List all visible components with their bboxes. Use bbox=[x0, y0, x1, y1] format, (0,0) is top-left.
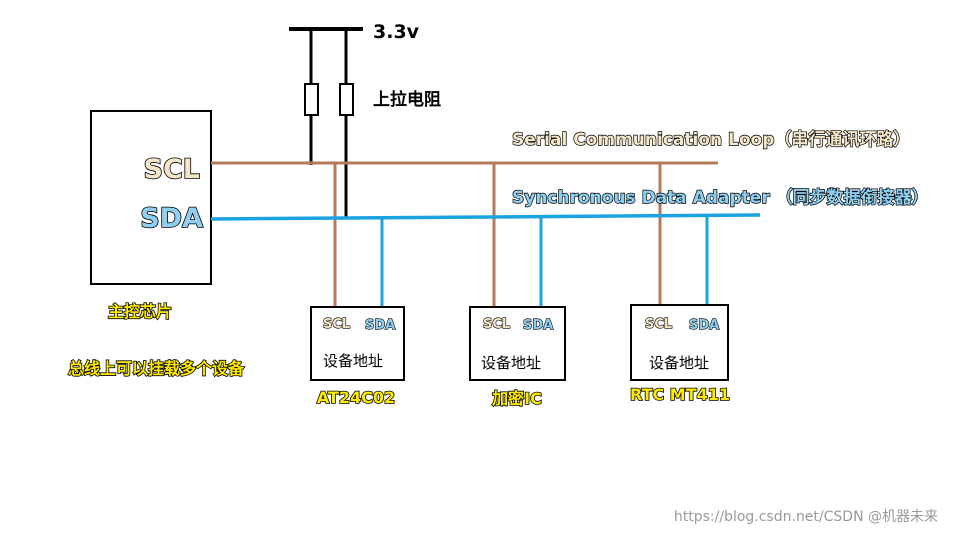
device-1-box bbox=[310, 306, 405, 381]
watermark: https://blog.csdn.net/CSDN @机器未来 bbox=[674, 509, 938, 525]
bus-note: 总线上可以挂载多个设备 bbox=[68, 359, 245, 378]
pullup-resistor-label: 上拉电阻 bbox=[373, 89, 441, 110]
device-2-box bbox=[469, 306, 566, 381]
device-1-scl-label: SCL bbox=[323, 317, 350, 332]
master-scl-label: SCL bbox=[144, 154, 200, 185]
master-chip bbox=[90, 110, 212, 285]
device-1-sda-label: SDA bbox=[365, 318, 395, 333]
master-sda-label: SDA bbox=[140, 203, 203, 234]
device-1-name: AT24C02 bbox=[317, 388, 395, 407]
master-chip-caption: 主控芯片 bbox=[108, 302, 172, 321]
device-3-scl-label: SCL bbox=[645, 317, 672, 332]
sda-description: Synchronous Data Adapter （同步数据衔接器） bbox=[512, 187, 929, 208]
device-3-name: RTC MT411 bbox=[630, 385, 730, 404]
device-3-sda-label: SDA bbox=[689, 318, 719, 333]
device-2-sda-label: SDA bbox=[523, 318, 553, 333]
sda-bus-line bbox=[210, 213, 761, 221]
pullup-resistor-sda bbox=[339, 83, 354, 116]
scl-description: Serial Communication Loop（串行通讯环路） bbox=[512, 129, 910, 150]
device-box: SCL SDA 设备地址 加密IC bbox=[469, 306, 566, 409]
device-2-name: 加密IC bbox=[491, 389, 542, 408]
device-box: SCL SDA 设备地址 RTC MT411 bbox=[629, 304, 731, 405]
device-3-address: 设备地址 bbox=[649, 354, 709, 372]
device-2-scl-label: SCL bbox=[483, 317, 510, 332]
voltage-label: 3.3v bbox=[373, 21, 420, 43]
device-3-box bbox=[630, 304, 729, 381]
device-box: SCL SDA 设备地址 AT24C02 bbox=[310, 306, 405, 408]
device-2-address: 设备地址 bbox=[481, 354, 541, 372]
device-1-address: 设备地址 bbox=[323, 352, 383, 370]
pullup-resistor-scl bbox=[304, 83, 319, 116]
